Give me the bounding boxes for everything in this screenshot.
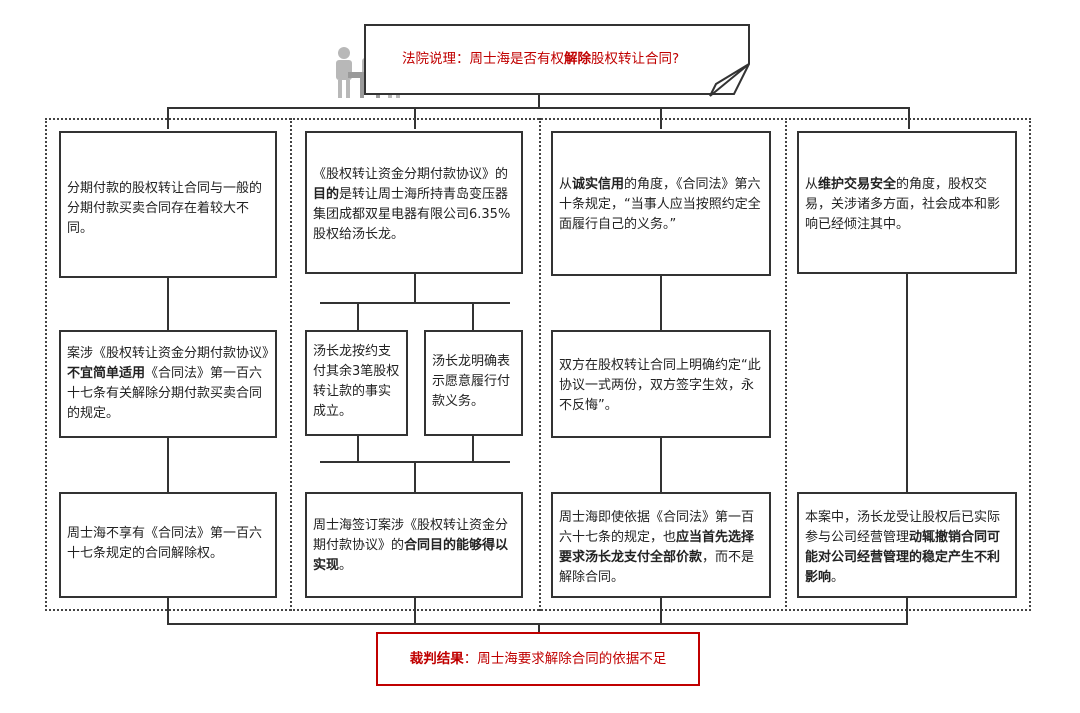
- col1-connector-2: [167, 438, 169, 492]
- col2-box3-text: 汤长龙明确表示愿意履行付款义务。: [432, 354, 511, 409]
- bottom-drop-col4: [906, 598, 908, 624]
- header-down-line: [538, 94, 540, 108]
- result-text: ：周士海要求解除合同的依据不足: [463, 651, 667, 667]
- col3-box2-text: 双方在股权转让合同上明确约定“此协议一式两份，双方签字生效，永不反悔”。: [559, 358, 761, 413]
- panel-divider-3: [785, 118, 787, 611]
- col2-connector-2: [414, 461, 416, 492]
- col1-connector-1: [167, 278, 169, 330]
- bottom-drop-col3: [660, 598, 662, 624]
- bottom-drop-col2: [414, 598, 416, 624]
- col3-connector-1: [660, 276, 662, 330]
- col3-box3-text-a: 周士海即使依据《合同法》第一百六十七条的规定，也: [559, 510, 755, 545]
- col1-box1: 分期付款的股权转让合同与一般的分期付款买卖合同存在着较大不同。: [59, 131, 277, 278]
- col2-split-line-1: [320, 302, 510, 304]
- col2-box4-text-a: 周士海签订案涉《股权转让资金分期付款协议》的: [313, 518, 509, 553]
- panel-divider-2: [539, 118, 541, 611]
- title-prefix: 法院说理：周士海是否有权: [402, 51, 564, 67]
- col3-box1-text-a: 从: [559, 177, 573, 192]
- title-suffix: 股权转让合同?: [591, 51, 680, 67]
- col4-box1-bold: 维护交易安全: [818, 177, 897, 192]
- title-bold: 解除: [564, 51, 591, 67]
- col2-box2: 汤长龙按约支付其余3笔股权转让款的事实成立。: [305, 330, 408, 436]
- col2-connector-1: [414, 274, 416, 302]
- col2-drop-right-1: [472, 302, 474, 330]
- col3-box3-bold: 应当首先选择要求汤长龙支付全部价款: [559, 530, 755, 565]
- bottom-drop-col1: [167, 598, 169, 624]
- col2-drop-left-2: [357, 436, 359, 462]
- col4-box1-text-a: 从: [805, 177, 819, 192]
- col4-box2: 本案中，汤长龙受让股权后已实际参与公司经营管理动辄撤销合同可能对公司经营管理的稳…: [797, 492, 1017, 598]
- col3-box3-text-b: ，而不是解除合同。: [559, 550, 755, 585]
- col1-box3-text: 周士海不享有《合同法》第一百六十七条规定的合同解除权。: [67, 526, 263, 561]
- col2-box1-bold: 目的: [313, 187, 340, 202]
- col1-box2-text-a: 案涉《股权转让资金分期付款协议》: [67, 346, 276, 361]
- col3-box2: 双方在股权转让合同上明确约定“此协议一式两份，双方签字生效，永不反悔”。: [551, 330, 771, 438]
- bottom-horizontal-line: [167, 623, 908, 625]
- col2-drop-right-2: [472, 436, 474, 462]
- col3-box1-text-b: 的角度，《合同法》第六十条规定，“当事人应当按照约定全面履行自己的义务。”: [559, 177, 761, 232]
- col4-box1: 从维护交易安全的角度，股权交易，关涉诸多方面，社会成本和影响已经倾注其中。: [797, 131, 1017, 274]
- col2-box4: 周士海签订案涉《股权转让资金分期付款协议》的合同目的能够得以实现。: [305, 492, 523, 598]
- col4-box1-text-b: 的角度，股权交易，关涉诸多方面，社会成本和影响已经倾注其中。: [805, 177, 1001, 232]
- col4-box2-text-b: 。: [831, 570, 845, 585]
- col2-drop-left-1: [357, 302, 359, 330]
- col1-box1-text: 分期付款的股权转让合同与一般的分期付款买卖合同存在着较大不同。: [67, 181, 263, 236]
- diagram-title: 法院说理：周士海是否有权解除股权转让合同?: [402, 47, 742, 67]
- col2-box3: 汤长龙明确表示愿意履行付款义务。: [424, 330, 523, 436]
- result-bold: 裁判结果: [409, 651, 464, 667]
- result-up-line: [538, 623, 540, 633]
- title-banner-shape: [364, 24, 750, 97]
- col1-box2-bold: 不宜简单适用: [67, 366, 146, 381]
- col4-box2-text-a: 本案中，汤长龙受让股权后已实际参与公司经营管理: [805, 510, 1001, 545]
- col2-box4-text-b: 。: [339, 558, 353, 573]
- result-box: 裁判结果：周士海要求解除合同的依据不足: [376, 632, 700, 686]
- col3-box1-bold: 诚实信用: [572, 177, 625, 192]
- col1-box2: 案涉《股权转让资金分期付款协议》不宜简单适用《合同法》第一百六十七条有关解除分期…: [59, 330, 277, 438]
- col3-connector-2: [660, 438, 662, 492]
- col4-connector: [906, 274, 908, 492]
- col3-box1: 从诚实信用的角度，《合同法》第六十条规定，“当事人应当按照约定全面履行自己的义务…: [551, 131, 771, 276]
- top-horizontal-line: [167, 107, 910, 109]
- col1-box3: 周士海不享有《合同法》第一百六十七条规定的合同解除权。: [59, 492, 277, 598]
- col2-box1-text-a: 《股权转让资金分期付款协议》的: [313, 167, 509, 182]
- col1-box2-text-b: 《合同法》第一百六十七条有关解除分期付款买卖合同的规定。: [67, 366, 263, 421]
- col2-box1: 《股权转让资金分期付款协议》的目的是转让周士海所持青岛变压器集团成都双星电器有限…: [305, 131, 523, 274]
- col2-box1-text-b: 是转让周士海所持青岛变压器集团成都双星电器有限公司6.35%股权给汤长龙。: [313, 187, 511, 242]
- col2-box2-text: 汤长龙按约支付其余3笔股权转让款的事实成立。: [313, 344, 400, 419]
- panel-divider-1: [290, 118, 292, 611]
- col4-box2-bold: 动辄撤销合同可能对公司经营管理的稳定产生不利影响: [805, 530, 1001, 585]
- col2-box4-bold: 合同目的能够得以实现: [313, 538, 509, 573]
- col3-box3: 周士海即使依据《合同法》第一百六十七条的规定，也应当首先选择要求汤长龙支付全部价…: [551, 492, 771, 598]
- panel-outer: [45, 118, 1031, 611]
